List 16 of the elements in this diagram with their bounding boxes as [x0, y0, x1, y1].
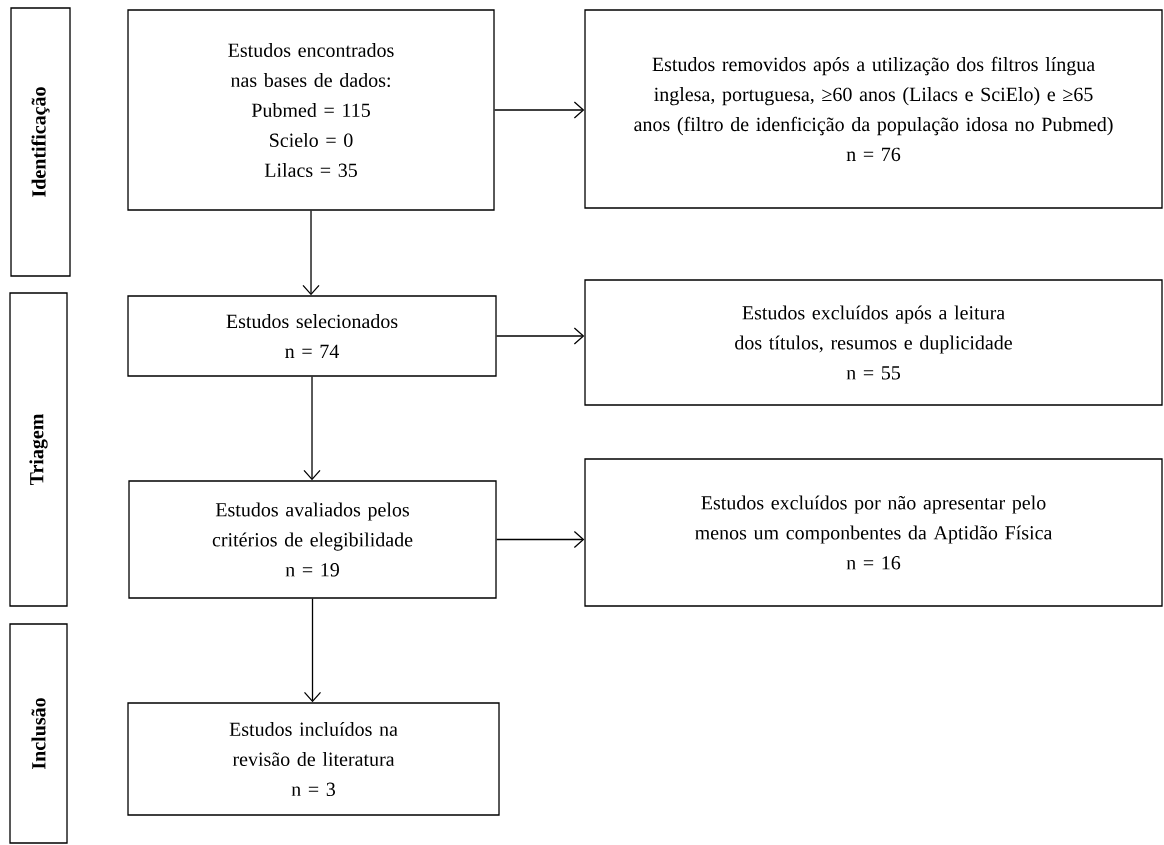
process-box: Estudos incluídos na revisão de literatura n = 3 — [127, 702, 500, 816]
arrow — [496, 327, 585, 345]
process-box: Estudos removidos após a utilização dos filtros língua inglesa, portuguesa, ≥60 anos (Lilacs e SciElo) e ≥65 anos (filtro de idenficição da população idosa no Pubmed) n = 76 — [584, 9, 1163, 209]
process-box: Estudos selecionados n = 74 — [127, 295, 497, 377]
process-box: Estudos encontrados nas bases de dados: Pubmed = 115 Scielo = 0 Lilacs = 35 — [127, 9, 495, 211]
arrow — [496, 530, 585, 549]
process-box: Estudos excluídos por não apresentar pelo menos um componbentes da Aptidão Física n = 16 — [584, 458, 1163, 607]
process-box: Estudos excluídos após a leitura dos títulos, resumos e duplicidade n = 55 — [584, 279, 1163, 406]
stage-band: Identificação — [10, 7, 71, 277]
process-box: Estudos avaliados pelos critérios de elegibilidade n = 19 — [128, 480, 497, 599]
stage-band: Triagem — [9, 292, 68, 607]
stage-band: Inclusão — [9, 623, 68, 844]
arrow — [303, 376, 321, 481]
arrow — [302, 210, 320, 296]
arrow — [303, 598, 322, 703]
arrow — [494, 101, 585, 119]
